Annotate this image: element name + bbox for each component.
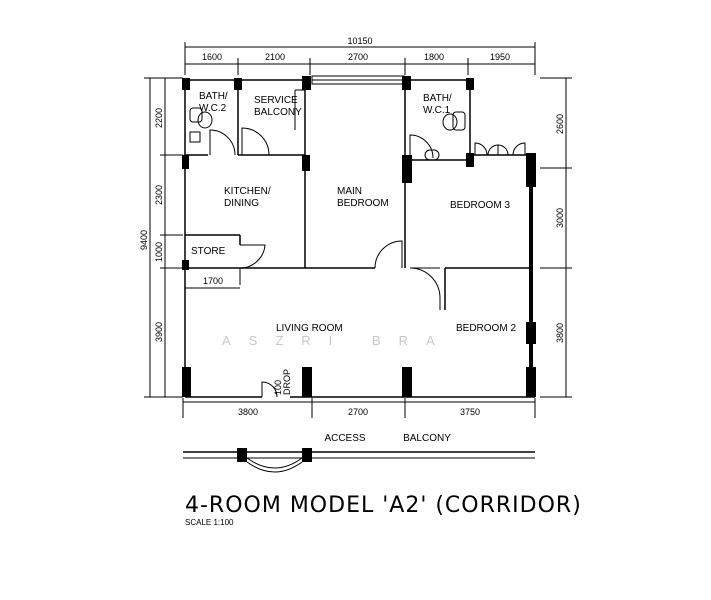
fixtures bbox=[189, 89, 466, 161]
left-dim-2: 2300 bbox=[154, 185, 164, 205]
store-label: STORE bbox=[191, 246, 226, 257]
bath-wc2-label-2: W.C.2 bbox=[199, 103, 227, 114]
left-dim-1: 2200 bbox=[154, 108, 164, 128]
structural-columns bbox=[182, 76, 536, 397]
store-dimension: 1700 bbox=[185, 276, 240, 289]
service-balcony-label-1: SERVICE bbox=[254, 95, 298, 106]
bedroom3-label: BEDROOM 3 bbox=[450, 200, 510, 211]
plan-title: 4-ROOM MODEL 'A2' (CORRIDOR) bbox=[185, 493, 582, 518]
walls bbox=[184, 75, 535, 398]
drop-label-1: 100 bbox=[273, 380, 283, 395]
balcony-label: BALCONY bbox=[403, 433, 451, 444]
main-bedroom-label-1: MAIN bbox=[337, 186, 362, 197]
overall-width-label: 10150 bbox=[347, 36, 372, 46]
right-dim-1: 2600 bbox=[555, 114, 565, 134]
bath-wc1-label-2: W.C.1 bbox=[423, 105, 451, 116]
service-balcony-label-2: BALCONY bbox=[254, 107, 302, 118]
doors bbox=[209, 127, 526, 398]
top-dim-5: 1950 bbox=[490, 52, 510, 62]
top-dim-4: 1800 bbox=[424, 52, 444, 62]
right-dimensions: 2600 3000 3800 bbox=[540, 77, 572, 398]
top-dimensions: 10150 1600 2100 2700 1800 1950 bbox=[184, 36, 536, 75]
top-dim-2: 2100 bbox=[265, 52, 285, 62]
drop-label-2: DROP bbox=[282, 369, 292, 395]
left-overall-label: 9400 bbox=[139, 230, 149, 250]
bottom-dim-1: 3800 bbox=[238, 407, 258, 417]
top-dim-1: 1600 bbox=[202, 52, 222, 62]
left-dim-3: 1000 bbox=[154, 242, 164, 262]
bottom-dim-2: 2700 bbox=[348, 407, 368, 417]
room-labels: BATH/ W.C.2 SERVICE BALCONY BATH/ W.C.1 … bbox=[191, 91, 516, 395]
access-balcony: ACCESS BALCONY bbox=[183, 433, 535, 473]
bath-wc2-label-1: BATH/ bbox=[199, 91, 228, 102]
kitchen-dining-label-1: KITCHEN/ bbox=[224, 186, 271, 197]
kitchen-dining-label-2: DINING bbox=[224, 198, 259, 209]
bedroom2-label: BEDROOM 2 bbox=[456, 323, 516, 334]
bottom-dimensions: 3800 2700 3750 bbox=[182, 398, 536, 418]
left-dimensions: 9400 2200 2300 1000 3900 bbox=[139, 77, 183, 398]
left-dim-4: 3900 bbox=[154, 322, 164, 342]
living-room-label: LIVING ROOM bbox=[276, 323, 343, 334]
right-dim-2: 3000 bbox=[555, 208, 565, 228]
bottom-dim-3: 3750 bbox=[460, 407, 480, 417]
main-bedroom-label-2: BEDROOM bbox=[337, 198, 389, 209]
scale-label: SCALE 1:100 bbox=[185, 518, 234, 527]
watermark: ASZRI BRA bbox=[222, 333, 453, 348]
bath-wc1-label-1: BATH/ bbox=[423, 93, 452, 104]
store-width-label: 1700 bbox=[203, 276, 223, 286]
access-label: ACCESS bbox=[324, 433, 365, 444]
top-dim-3: 2700 bbox=[348, 52, 368, 62]
right-dim-3: 3800 bbox=[555, 323, 565, 343]
